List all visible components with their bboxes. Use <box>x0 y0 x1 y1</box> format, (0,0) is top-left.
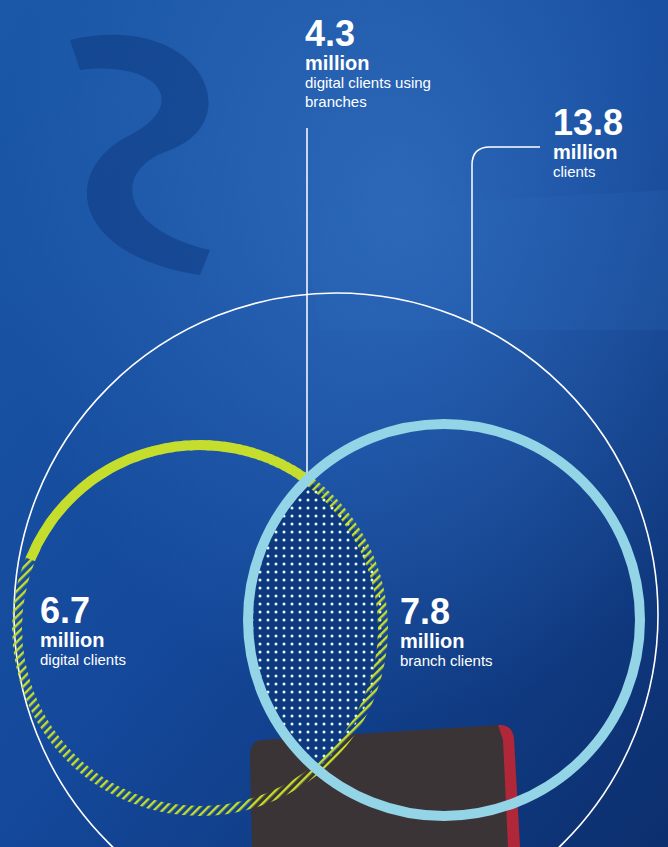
hatched-ring <box>17 445 383 811</box>
card-edge <box>498 725 520 847</box>
figure-number: 7.8 <box>400 594 493 630</box>
figure-number: 13.8 <box>553 105 623 141</box>
description-text: branch clients <box>400 652 493 671</box>
unit-word: million <box>40 629 126 651</box>
text-stack: 7.8millionbranch clients <box>400 594 493 671</box>
group-circle: 7.8millionbranch clients <box>248 424 640 816</box>
description-text: digital clients <box>40 651 126 670</box>
group-circle: 6.7milliondigital clients <box>17 445 383 811</box>
callout-label: 4.3milliondigital clients using branches <box>305 16 440 112</box>
figure-number: 6.7 <box>40 593 126 629</box>
figure-number: 4.3 <box>305 16 440 52</box>
leader-line <box>306 128 308 477</box>
bracket-line <box>472 147 540 323</box>
overlap-fill <box>17 445 383 811</box>
description-text: digital clients using branches <box>305 74 440 112</box>
circle-outline <box>14 293 658 847</box>
sign-board <box>300 190 668 330</box>
logo-shape <box>70 35 210 275</box>
description-text: clients <box>553 163 623 182</box>
unit-word: million <box>305 52 440 74</box>
text-stack: 6.7milliondigital clients <box>40 593 126 670</box>
unit-word: million <box>553 141 623 163</box>
overlap-dots <box>17 445 383 811</box>
unit-word: million <box>400 630 493 652</box>
branch-ring <box>248 424 640 816</box>
outer-ring <box>14 293 658 847</box>
total-circle: 13.8millionclients6.7milliondigital clie… <box>14 293 658 847</box>
text-stack: 13.8millionclients <box>553 105 623 182</box>
